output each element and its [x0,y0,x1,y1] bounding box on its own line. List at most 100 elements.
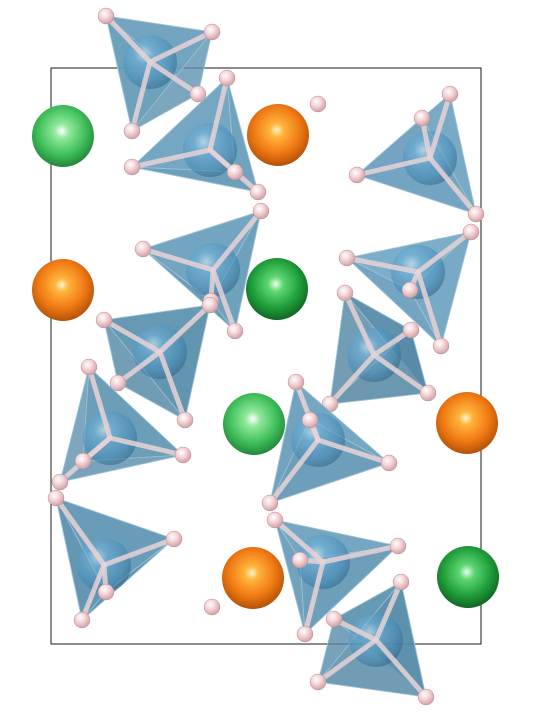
hydrogen-atom [413,109,431,127]
hydrogen-atom [203,23,221,41]
hydrogen-atom [226,322,244,340]
bh4-tetrahedron [47,489,183,629]
b-h-bond [207,75,230,153]
hydrogen-atom [336,284,354,302]
hydrogen-atom [51,473,69,491]
b-h-bond [140,246,216,273]
hydrogen-atom [203,598,221,616]
b-h-bond [427,91,453,161]
hydrogen-atom [392,573,410,591]
hydrogen-atom [201,296,219,314]
bh4-tetrahedron [338,223,480,355]
tetrahedron-face [131,31,213,132]
hydrogen-atom [419,384,437,402]
hydrogen-atom [109,374,127,392]
hydrogen-atom [291,551,309,569]
orange-cation-atom [32,259,94,321]
b-h-bond [344,255,421,275]
green-cation-atom [246,258,308,320]
hydrogen-atom [249,183,267,201]
b-h-bond [272,517,326,565]
hydrogen-atom [287,373,305,391]
b-h-bond [115,349,163,386]
hydrogen-atom [266,511,284,529]
hydrogen-atom [176,411,194,429]
b-h-bond [373,637,429,700]
b-h-bond [302,559,326,637]
b-h-bond [371,352,431,396]
bh4-tetrahedron [261,373,398,512]
hydrogen-atom [134,240,152,258]
b-h-bond [342,290,377,358]
b-h-bond [53,495,107,568]
b-h-bond [147,59,201,97]
bh4-tetrahedron [321,284,437,413]
bh4-tetrahedron [51,358,192,491]
hydrogen-atom [462,223,480,241]
hydrogen-atom [123,122,141,140]
b-h-bond [373,579,404,643]
hydrogen-atom [174,446,192,464]
bh4-tetrahedron [95,296,219,429]
hydrogen-atom [218,69,236,87]
hydrogen-atom [165,530,183,548]
b-h-bond [210,208,264,273]
hydrogen-atom [467,205,485,223]
b-h-bond [86,364,113,441]
b-h-bond [107,435,186,458]
hydrogen-atom [389,537,407,555]
b-h-bond [79,562,107,623]
b-h-bond [210,267,238,334]
b-h-bond [315,637,379,685]
hydrogen-atom [97,583,115,601]
b-h-bond [147,29,215,65]
b-h-bond [415,229,474,275]
hydrogen-atom [74,452,92,470]
b-h-bond [101,536,177,568]
hydrogen-atom [73,611,91,629]
hydrogen-atom [402,321,420,339]
tetrahedron-face [346,257,442,347]
b-h-bond [320,543,401,565]
orange-cation-atom [222,547,284,609]
hydrogen-atom [348,166,366,184]
b-h-bond [327,352,377,407]
hydrogen-atom [123,158,141,176]
b-h-bond [101,317,163,355]
hydrogen-atom [432,337,450,355]
hydrogen-atom [261,494,279,512]
orange-cation-atom [436,392,498,454]
tetrahedra-layer [47,7,485,706]
hydrogen-atom [325,610,343,628]
hydrogen-atom [189,85,207,103]
green-cation-atom [437,546,499,608]
hydrogen-atom [417,688,435,706]
hydrogen-atom [338,249,356,267]
hydrogen-atom [309,95,327,113]
bh4-tetrahedron [266,511,407,643]
b-h-bond [427,155,479,217]
b-h-bond [157,349,188,423]
b-h-bond [129,147,213,170]
hydrogen-atom [97,7,115,25]
orange-cation-atom [247,104,309,166]
bh4-tetrahedron [123,69,267,201]
bh4-tetrahedron [97,7,221,140]
atoms-layer [32,95,499,616]
b-h-bond [354,155,433,178]
b-h-bond [315,437,392,466]
b-h-bond [267,437,321,506]
hydrogen-atom [80,358,98,376]
hydrogen-atom [47,489,65,507]
hydrogen-atom [309,673,327,691]
hydrogen-atom [401,281,419,299]
green-cation-atom [32,105,94,167]
unit-cell-outline [50,67,482,645]
b-h-bond [415,269,444,349]
hydrogen-atom [301,411,319,429]
hydrogen-atom [296,625,314,643]
hydrogen-atom [441,85,459,103]
bh4-tetrahedron [348,85,485,223]
hydrogen-atom [252,202,270,220]
